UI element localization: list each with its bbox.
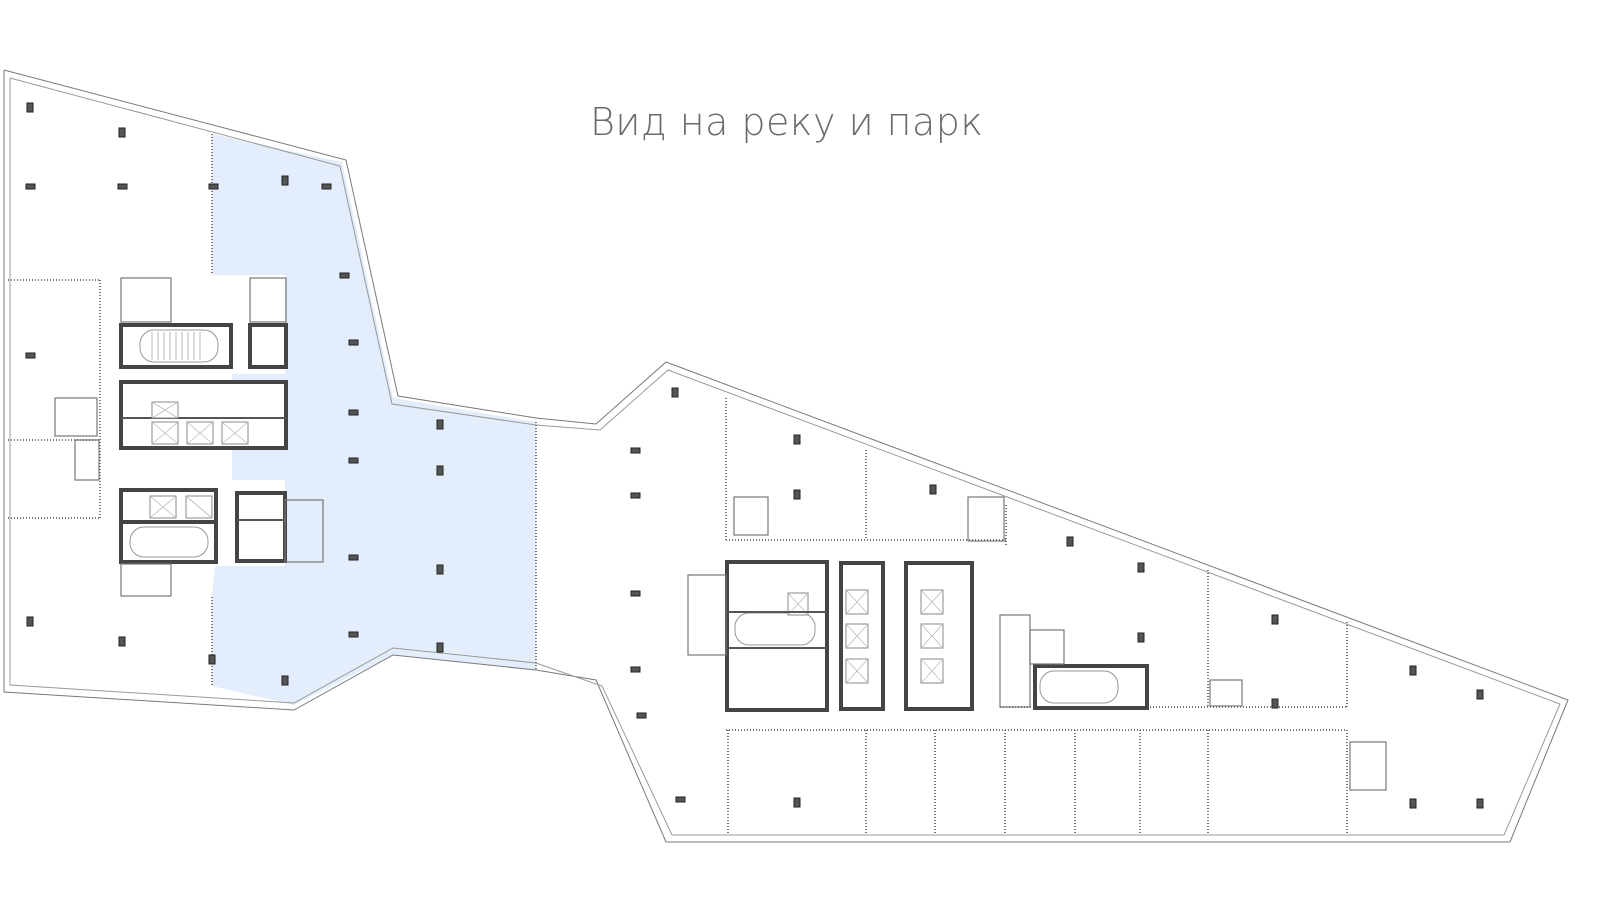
- office-unit-right-n2[interactable]: [868, 452, 1006, 540]
- left-building-core: [119, 323, 288, 564]
- stair-icon: [151, 332, 201, 360]
- view-label: Вид на реку и парк: [590, 100, 984, 144]
- office-unit-right-s6[interactable]: [1142, 732, 1206, 834]
- office-unit-right-ne[interactable]: [1008, 507, 1208, 707]
- right-building-facade: [535, 361, 1569, 843]
- office-unit-right-s7[interactable]: [1210, 732, 1345, 834]
- left-building-restrooms: [54, 277, 324, 597]
- office-unit-w-mid[interactable]: [10, 282, 98, 438]
- office-unit-nw[interactable]: [10, 78, 212, 275]
- right-building-core: [725, 560, 1149, 712]
- structural-columns: [25, 102, 1484, 809]
- office-unit-right-e[interactable]: [1210, 572, 1347, 707]
- right-building-restrooms: [687, 496, 1387, 791]
- left-building-partitions: [8, 134, 537, 686]
- office-unit-right-west[interactable]: [538, 370, 726, 835]
- office-unit-right-s3[interactable]: [937, 732, 1003, 834]
- office-unit-right-s2[interactable]: [868, 732, 934, 834]
- office-unit-right-s1[interactable]: [730, 732, 864, 834]
- office-unit-right-n1[interactable]: [728, 398, 866, 540]
- office-unit-right-s5[interactable]: [1077, 732, 1139, 834]
- office-unit-right-s4[interactable]: [1007, 732, 1073, 834]
- left-building-facade: [3, 69, 537, 711]
- office-unit-right-tip[interactable]: [1349, 624, 1560, 835]
